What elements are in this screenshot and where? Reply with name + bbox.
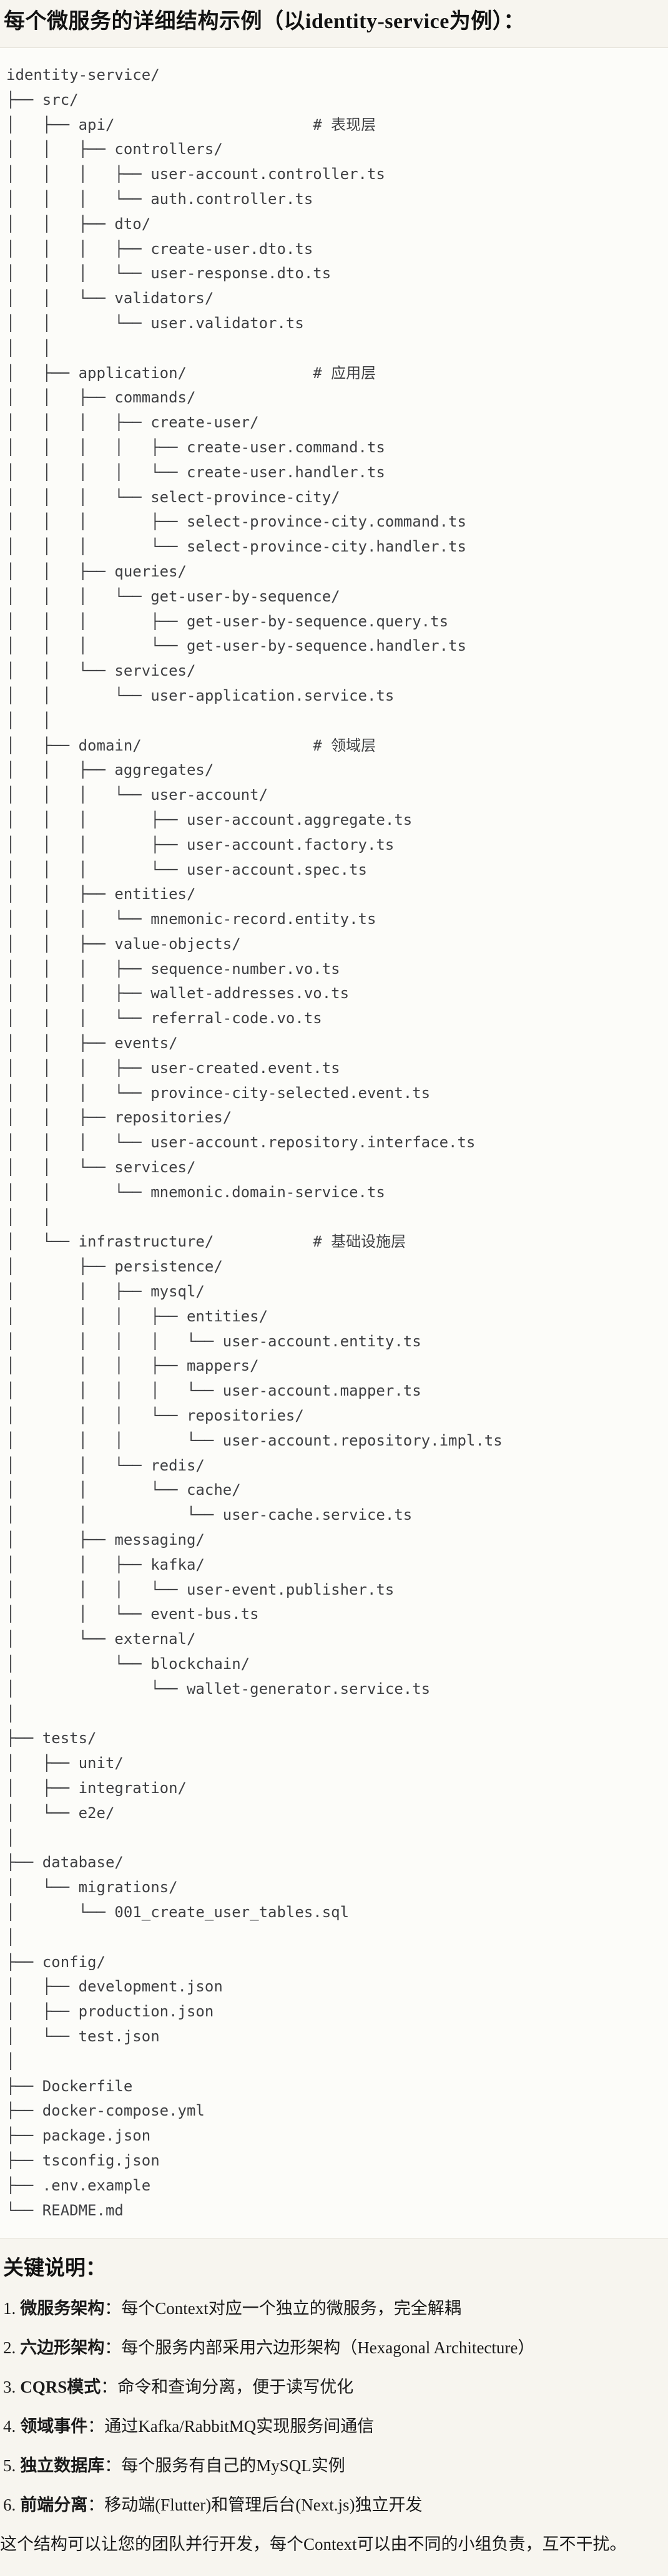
note-description: 每个服务有自己的MySQL实例 [121,2456,345,2476]
note-description: 每个服务内部采用六边形架构（Hexagonal Architecture） [121,2338,535,2358]
note-description: 移动端(Flutter)和管理后台(Next.js)独立开发 [104,2496,423,2515]
note-term: CQRS模式 [20,2378,101,2397]
key-notes-heading: 关键说明： [3,2257,106,2280]
note-colon: ： [87,2496,105,2515]
note-term: 前端分离 [20,2496,88,2515]
note-term: 独立数据库 [20,2456,105,2476]
note-term: 六边形架构 [20,2338,105,2358]
note-number: 6. [3,2496,16,2515]
note-item-3: 3.CQRS模式：命令和查询分离，便于读写优化 [3,2376,665,2399]
document-page: 每个微服务的详细结构示例（以identity-service为例）： ident… [0,7,668,2556]
note-item-5: 5.独立数据库：每个服务有自己的MySQL实例 [3,2454,665,2477]
note-number: 3. [3,2378,16,2397]
note-item-6: 6.前端分离：移动端(Flutter)和管理后台(Next.js)独立开发 [3,2494,665,2517]
note-colon: ： [87,2417,105,2436]
note-number: 1. [3,2299,16,2318]
note-item-2: 2.六边形架构：每个服务内部采用六边形架构（Hexagonal Architec… [3,2336,665,2360]
note-colon: ： [104,2299,122,2318]
note-colon: ： [101,2378,118,2397]
note-description: 每个Context对应一个独立的微服务，完全解耦 [121,2299,461,2318]
note-number: 5. [3,2456,16,2476]
closing-paragraph: 这个结构可以让您的团队并行开发，每个Context可以由不同的小组负责，互不干扰… [0,2535,627,2554]
key-notes-section: 关键说明： 1.微服务架构：每个Context对应一个独立的微服务，完全解耦 2… [0,2255,668,2517]
note-term: 领域事件 [20,2417,88,2436]
page-title: 每个微服务的详细结构示例（以identity-service为例）： [4,10,525,33]
note-description: 通过Kafka/RabbitMQ实现服务间通信 [104,2417,375,2436]
note-colon: ： [104,2456,122,2476]
note-item-4: 4.领域事件：通过Kafka/RabbitMQ实现服务间通信 [3,2415,665,2438]
note-item-1: 1.微服务架构：每个Context对应一个独立的微服务，完全解耦 [3,2297,665,2320]
directory-tree-code-block: identity-service/ ├── src/ │ ├── api/ # … [0,47,668,2239]
note-colon: ： [104,2338,122,2358]
note-number: 4. [3,2417,16,2436]
note-number: 2. [3,2338,16,2358]
note-term: 微服务架构 [20,2299,105,2318]
note-description: 命令和查询分离，便于读写优化 [117,2378,354,2397]
